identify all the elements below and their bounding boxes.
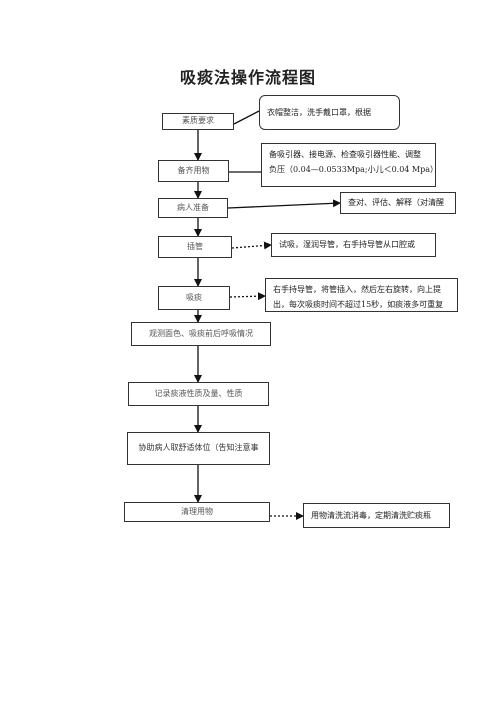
connector-attire — [233, 110, 260, 125]
step-quality-requirements: 素质要求 — [162, 113, 234, 130]
step-insert-catheter: 插管 — [158, 236, 232, 258]
note-equipment: 备吸引器、接电源、检查吸引器性能、调整 负压（0.04—0.0533Mpa;小儿… — [261, 143, 436, 187]
step-observe: 观测面色、吸痰前后呼吸情况 — [131, 322, 271, 346]
connector-suction — [229, 292, 266, 301]
note-attire: 衣帽整洁，洗手戴口罩，根据 — [259, 95, 400, 130]
page-title: 吸痰法操作流程图 — [179, 68, 316, 87]
note-equipment-line2: 负压（0.04—0.0533Mpa;小儿＜0.04 Mpa） — [269, 165, 436, 175]
step-prepare-equipment: 备齐用物 — [158, 160, 229, 182]
note-suction: 右手持导管，将管插入，然后左右旋转，向上提 出，每次吸痰时间不超过15秒，如痰液… — [265, 278, 458, 312]
note-attire-text: 衣帽整洁，洗手戴口罩，根据 — [267, 107, 371, 117]
note-suction-line1: 右手持导管，将管插入，然后左右旋转，向上提 — [273, 285, 441, 294]
step-patient-preparation: 病人准备 — [158, 198, 228, 218]
step-cleanup: 清理用物 — [124, 502, 270, 522]
note-patient-text: 查对、评估、解释（对清醒 — [348, 198, 444, 208]
note-cleanup-text: 用物清洗流消毒，定期清洗贮痰瓶 — [311, 510, 431, 520]
note-equipment-line1: 备吸引器、接电源、检查吸引器性能、调整 — [269, 150, 421, 159]
connector-insert — [231, 241, 272, 250]
step-comfort-position: 协助病人取舒适体位（告知注意事 — [127, 432, 270, 465]
note-cleanup: 用物清洗流消毒，定期清洗贮痰瓶 — [303, 503, 450, 528]
note-insert-text: 试吸，湿润导管，右手持导管从口腔或 — [279, 240, 415, 250]
connector-patient — [227, 199, 341, 209]
step-record: 记录痰液性质及量、性质 — [128, 382, 269, 406]
note-suction-line2: 出，每次吸痰时间不超过15秒，如痰液多可重复 — [273, 300, 444, 310]
step-suction: 吸痰 — [158, 286, 230, 310]
note-patient: 查对、评估、解释（对清醒 — [340, 192, 456, 214]
note-insert: 试吸，湿润导管，右手持导管从口腔或 — [271, 233, 436, 257]
